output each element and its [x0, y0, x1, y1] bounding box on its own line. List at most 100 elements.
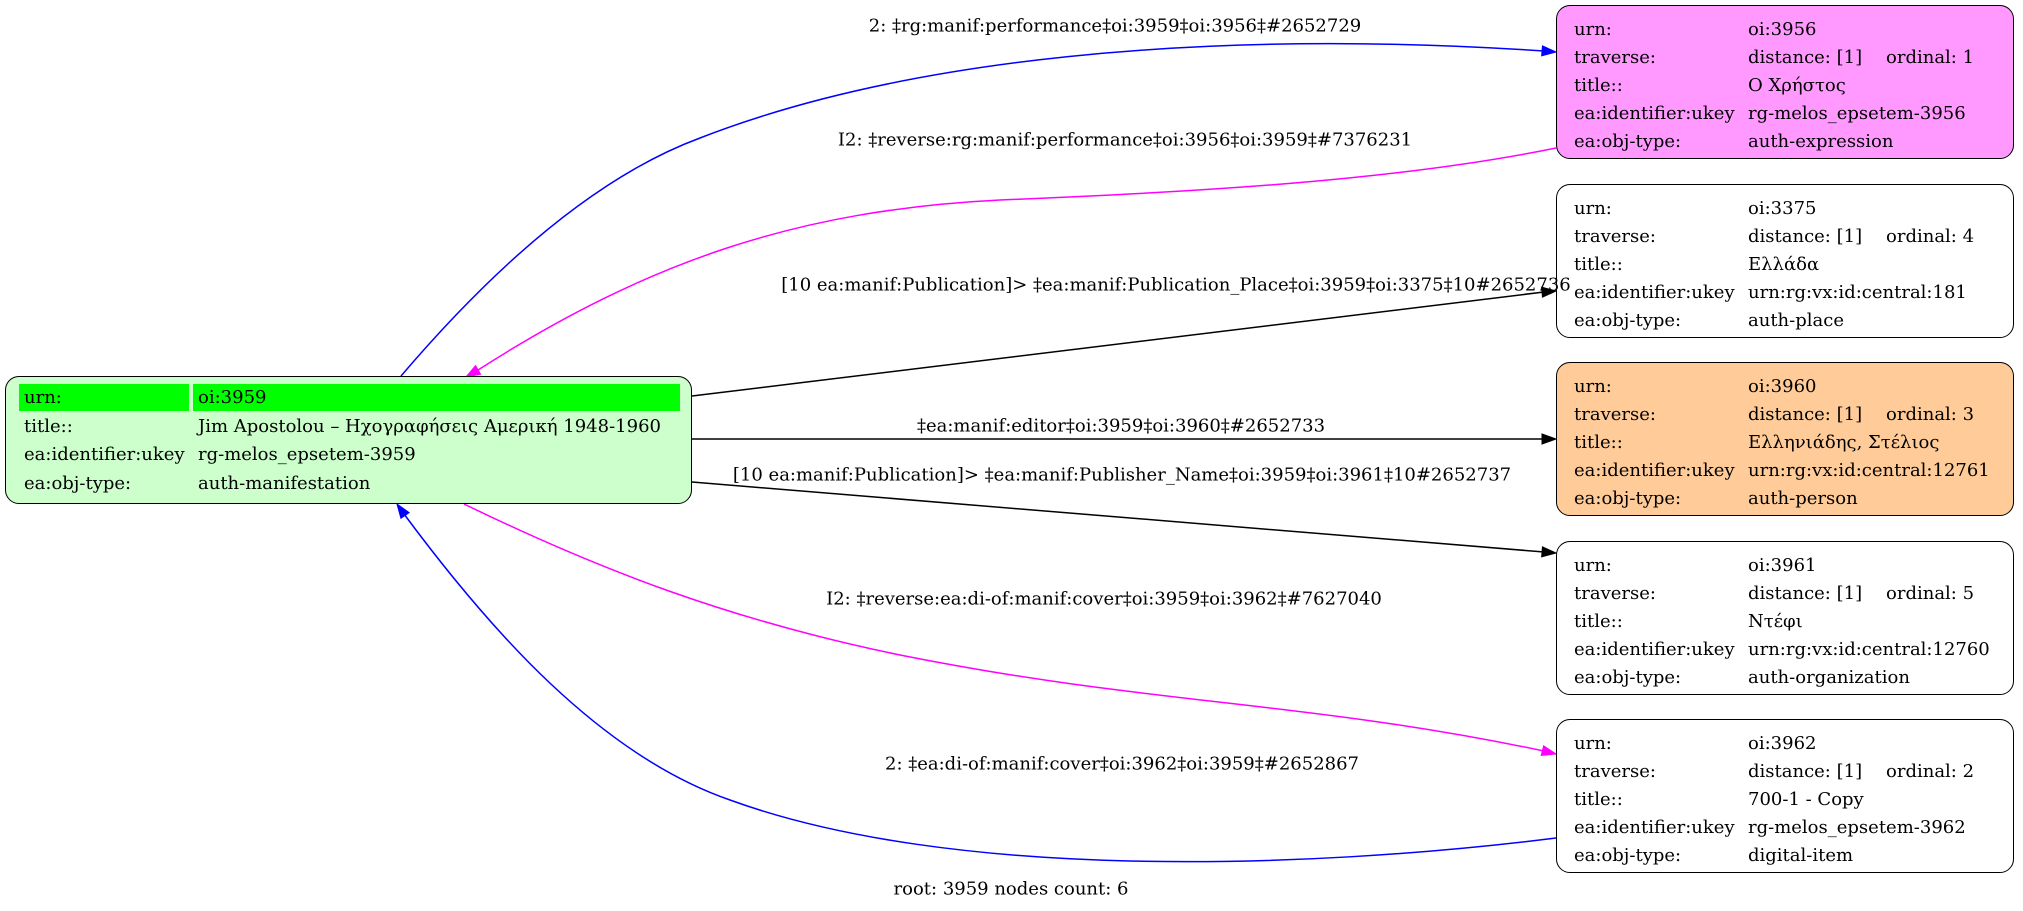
ordinal-value: ordinal: 4 — [1886, 226, 1975, 247]
field-value: oi:3962 — [1748, 733, 1817, 754]
node-row: urn: oi:3956 — [1557, 16, 2013, 44]
field-value: Ο Χρήστος — [1748, 75, 1846, 96]
field-key: traverse: — [1574, 761, 1656, 782]
node-oi-3956[interactable]: urn: oi:3956 traverse:distance: [1]ordinal… — [1556, 5, 2014, 159]
field-key: ea:obj-type: — [24, 472, 132, 494]
edge-line — [463, 503, 1545, 752]
field-value: 700-1 - Copy — [1748, 789, 1864, 810]
node-oi-3961[interactable]: urn: oi:3961 traverse:distance: [1]ordinal… — [1556, 541, 2014, 695]
ordinal-value: ordinal: 1 — [1886, 47, 1975, 68]
field-value: auth-organization — [1748, 667, 1910, 688]
field-value: rg-melos_epsetem-3959 — [198, 444, 416, 465]
node-row: ea:obj-type: digital-item — [1557, 842, 2013, 870]
edge-label: [10 ea:manif:Publication]> ‡ea:manif:Pub… — [781, 274, 1571, 296]
field-key: urn: — [1574, 19, 1612, 40]
field-key: title:: — [1574, 611, 1623, 632]
field-value: urn:rg:vx:id:central:12761 — [1748, 460, 1990, 481]
arrowhead-icon — [1541, 433, 1558, 445]
node-row: traverse:distance: [1]ordinal: 5 — [1557, 580, 2013, 608]
field-value: urn:rg:vx:id:central:12760 — [1748, 639, 1990, 660]
edge-line — [691, 291, 1545, 397]
node-row: title::700-1 - Copy — [1557, 786, 2013, 814]
field-key: ea:identifier:ukey — [1574, 639, 1735, 660]
field-key: ea:identifier:ukey — [1574, 817, 1735, 838]
node-row: title::Ελληνιάδης, Στέλιος — [1557, 429, 2013, 457]
field-value: auth-place — [1748, 310, 1844, 331]
field-value: oi:3956 — [1748, 19, 1817, 40]
field-key: title:: — [24, 415, 73, 437]
node-row: traverse:distance: [1]ordinal: 3 — [1557, 401, 2013, 429]
field-key: urn: — [1574, 733, 1612, 754]
field-value: oi:3375 — [1748, 198, 1817, 219]
field-key: title:: — [1574, 75, 1623, 96]
node-row: ea:obj-type: auth-person — [1557, 485, 2013, 513]
field-key: ea:obj-type: — [1574, 310, 1682, 331]
node-row: urn: oi:3960 — [1557, 373, 2013, 401]
field-key: traverse: — [1574, 47, 1656, 68]
arrowhead-icon — [464, 364, 482, 378]
node-oi-3375[interactable]: urn: oi:3375 traverse: distance: [1] ordinal… — [1556, 184, 2014, 338]
field-value: auth-expression — [1748, 131, 1894, 152]
field-key: ea:identifier:ukey — [1574, 282, 1735, 303]
node-row: ea:identifier:ukey urn:rg:vx:id:central:1… — [1557, 279, 2013, 307]
field-value: digital-item — [1748, 845, 1854, 866]
field-value: distance: [1] — [1748, 226, 1863, 247]
node-row: traverse:distance: [1]ordinal: 2 — [1557, 758, 2013, 786]
field-key: ea:identifier:ukey — [1574, 103, 1735, 124]
field-key: urn: — [1574, 198, 1612, 219]
field-value: oi:3959 — [198, 387, 267, 408]
field-key: title:: — [1574, 789, 1623, 810]
field-key: title:: — [1574, 254, 1623, 275]
field-value: distance: [1] — [1748, 404, 1863, 425]
node-row: ea:obj-type: auth-manifestation — [6, 470, 691, 498]
field-key: ea:obj-type: — [1574, 131, 1682, 152]
node-row: traverse: distance: [1] ordinal: 4 — [1557, 223, 2013, 251]
edge-label: [10 ea:manif:Publication]> ‡ea:manif:Pub… — [732, 464, 1512, 486]
field-key: ea:identifier:ukey — [1574, 460, 1735, 481]
node-row: ea:obj-type: auth-place — [1557, 307, 2013, 335]
edge-label: 2: ‡rg:manif:performance‡oi:3959‡oi:3956… — [868, 15, 1362, 37]
field-value: Jim Apostolou – Ηχογραφήσεις Αμερική 194… — [198, 415, 661, 437]
field-key: urn: — [24, 387, 62, 408]
field-key: ea:obj-type: — [1574, 845, 1682, 866]
field-value: auth-person — [1748, 488, 1858, 509]
field-value: distance: [1] — [1748, 761, 1863, 782]
field-key: title:: — [1574, 432, 1623, 453]
field-key: traverse: — [1574, 583, 1656, 604]
arrowhead-icon — [1541, 546, 1558, 558]
edge-label: I2: ‡reverse:rg:manif:performance‡oi:395… — [837, 129, 1413, 151]
field-value: urn:rg:vx:id:central:181 — [1748, 282, 1967, 303]
node-row: urn: oi:3959 — [6, 384, 691, 412]
node-row: urn: oi:3375 — [1557, 195, 2013, 223]
field-key: urn: — [1574, 555, 1612, 576]
edge-line — [403, 513, 1557, 863]
node-row: title::Ελλάδα — [1557, 251, 2013, 279]
urn-value-highlight — [193, 384, 680, 411]
field-key: ea:obj-type: — [1574, 488, 1682, 509]
node-row: ea:identifier:ukey urn:rg:vx:id:central:1… — [1557, 636, 2013, 664]
field-value: oi:3960 — [1748, 376, 1817, 397]
field-value: Ντέφι — [1748, 611, 1803, 632]
node-row: urn: oi:3962 — [1557, 730, 2013, 758]
field-value: oi:3961 — [1748, 555, 1817, 576]
arrowhead-icon — [1540, 744, 1558, 757]
field-value: auth-manifestation — [198, 472, 371, 494]
arrowhead-icon — [1541, 286, 1558, 298]
node-row: title::Ο Χρήστος — [1557, 72, 2013, 100]
node-row: ea:obj-type:auth-organization — [1557, 664, 2013, 692]
edge-label: ‡ea:manif:editor‡oi:3959‡oi:3960‡#265273… — [916, 415, 1326, 437]
field-key: traverse: — [1574, 226, 1656, 247]
node-row: ea:obj-type: auth-expression — [1557, 128, 2013, 156]
field-value: Ελληνιάδης, Στέλιος — [1748, 432, 1940, 453]
field-key: urn: — [1574, 376, 1612, 397]
ordinal-value: ordinal: 3 — [1886, 404, 1975, 425]
edge-label: I2: ‡reverse:ea:di-of:manif:cover‡oi:395… — [826, 588, 1382, 610]
node-row: traverse:distance: [1]ordinal: 1 — [1557, 44, 2013, 72]
field-value: rg-melos_epsetem-3956 — [1748, 103, 1966, 124]
